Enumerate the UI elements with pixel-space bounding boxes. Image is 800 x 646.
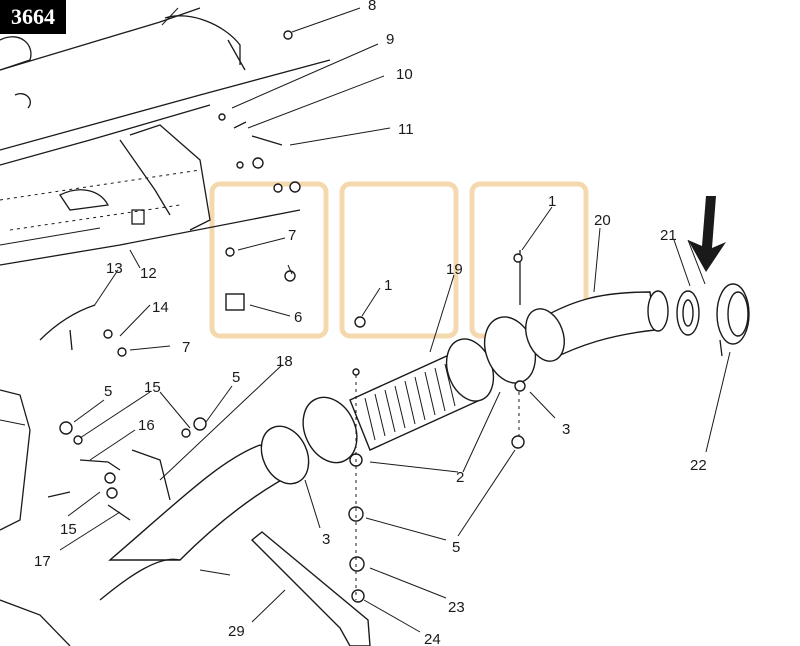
- pointer-arrow: [688, 196, 726, 272]
- callout-7-b: 7: [182, 339, 190, 356]
- callout-14: 14: [152, 299, 169, 316]
- callout-5-a: 5: [104, 383, 112, 400]
- callout-16: 16: [138, 417, 155, 434]
- diagram-number-badge: 3664: [0, 0, 66, 34]
- callout-9: 9: [386, 31, 394, 48]
- callout-12: 12: [140, 265, 157, 282]
- exhaust-pipe: [99, 250, 750, 603]
- callout-19: 19: [446, 261, 463, 278]
- leader-lines: [59, 7, 731, 633]
- callout-labels: 8 9 10 11 12 13 14 7 7 6 1 1 19 20 21 18…: [34, 0, 707, 646]
- left-hanger-assembly: [47, 417, 207, 521]
- callout-6: 6: [294, 309, 302, 326]
- callout-3-b: 3: [322, 531, 330, 548]
- callout-23: 23: [448, 599, 465, 616]
- callout-13: 13: [106, 260, 123, 277]
- callout-2: 2: [456, 469, 464, 486]
- callout-15-b: 15: [60, 521, 77, 538]
- callout-1-a: 1: [384, 277, 392, 294]
- callout-5-b: 5: [232, 369, 240, 386]
- callout-3-a: 3: [562, 421, 570, 438]
- callout-17: 17: [34, 553, 51, 570]
- callout-20: 20: [594, 212, 611, 229]
- callout-10: 10: [396, 66, 413, 83]
- callout-1-b: 1: [548, 193, 556, 210]
- callout-15-a: 15: [144, 379, 161, 396]
- callout-24: 24: [424, 631, 441, 646]
- support-bracket: [199, 531, 371, 646]
- flex-bellows: [364, 363, 456, 441]
- callout-21: 21: [660, 227, 677, 244]
- chassis-frame: [0, 7, 331, 646]
- upper-hardware: [39, 30, 301, 357]
- callout-11: 11: [398, 121, 414, 138]
- callout-22: 22: [690, 457, 707, 474]
- callout-5-c: 5: [452, 539, 460, 556]
- callout-29: 29: [228, 623, 245, 640]
- callout-8: 8: [368, 0, 376, 14]
- callout-7-a: 7: [288, 227, 296, 244]
- callout-18: 18: [276, 353, 293, 370]
